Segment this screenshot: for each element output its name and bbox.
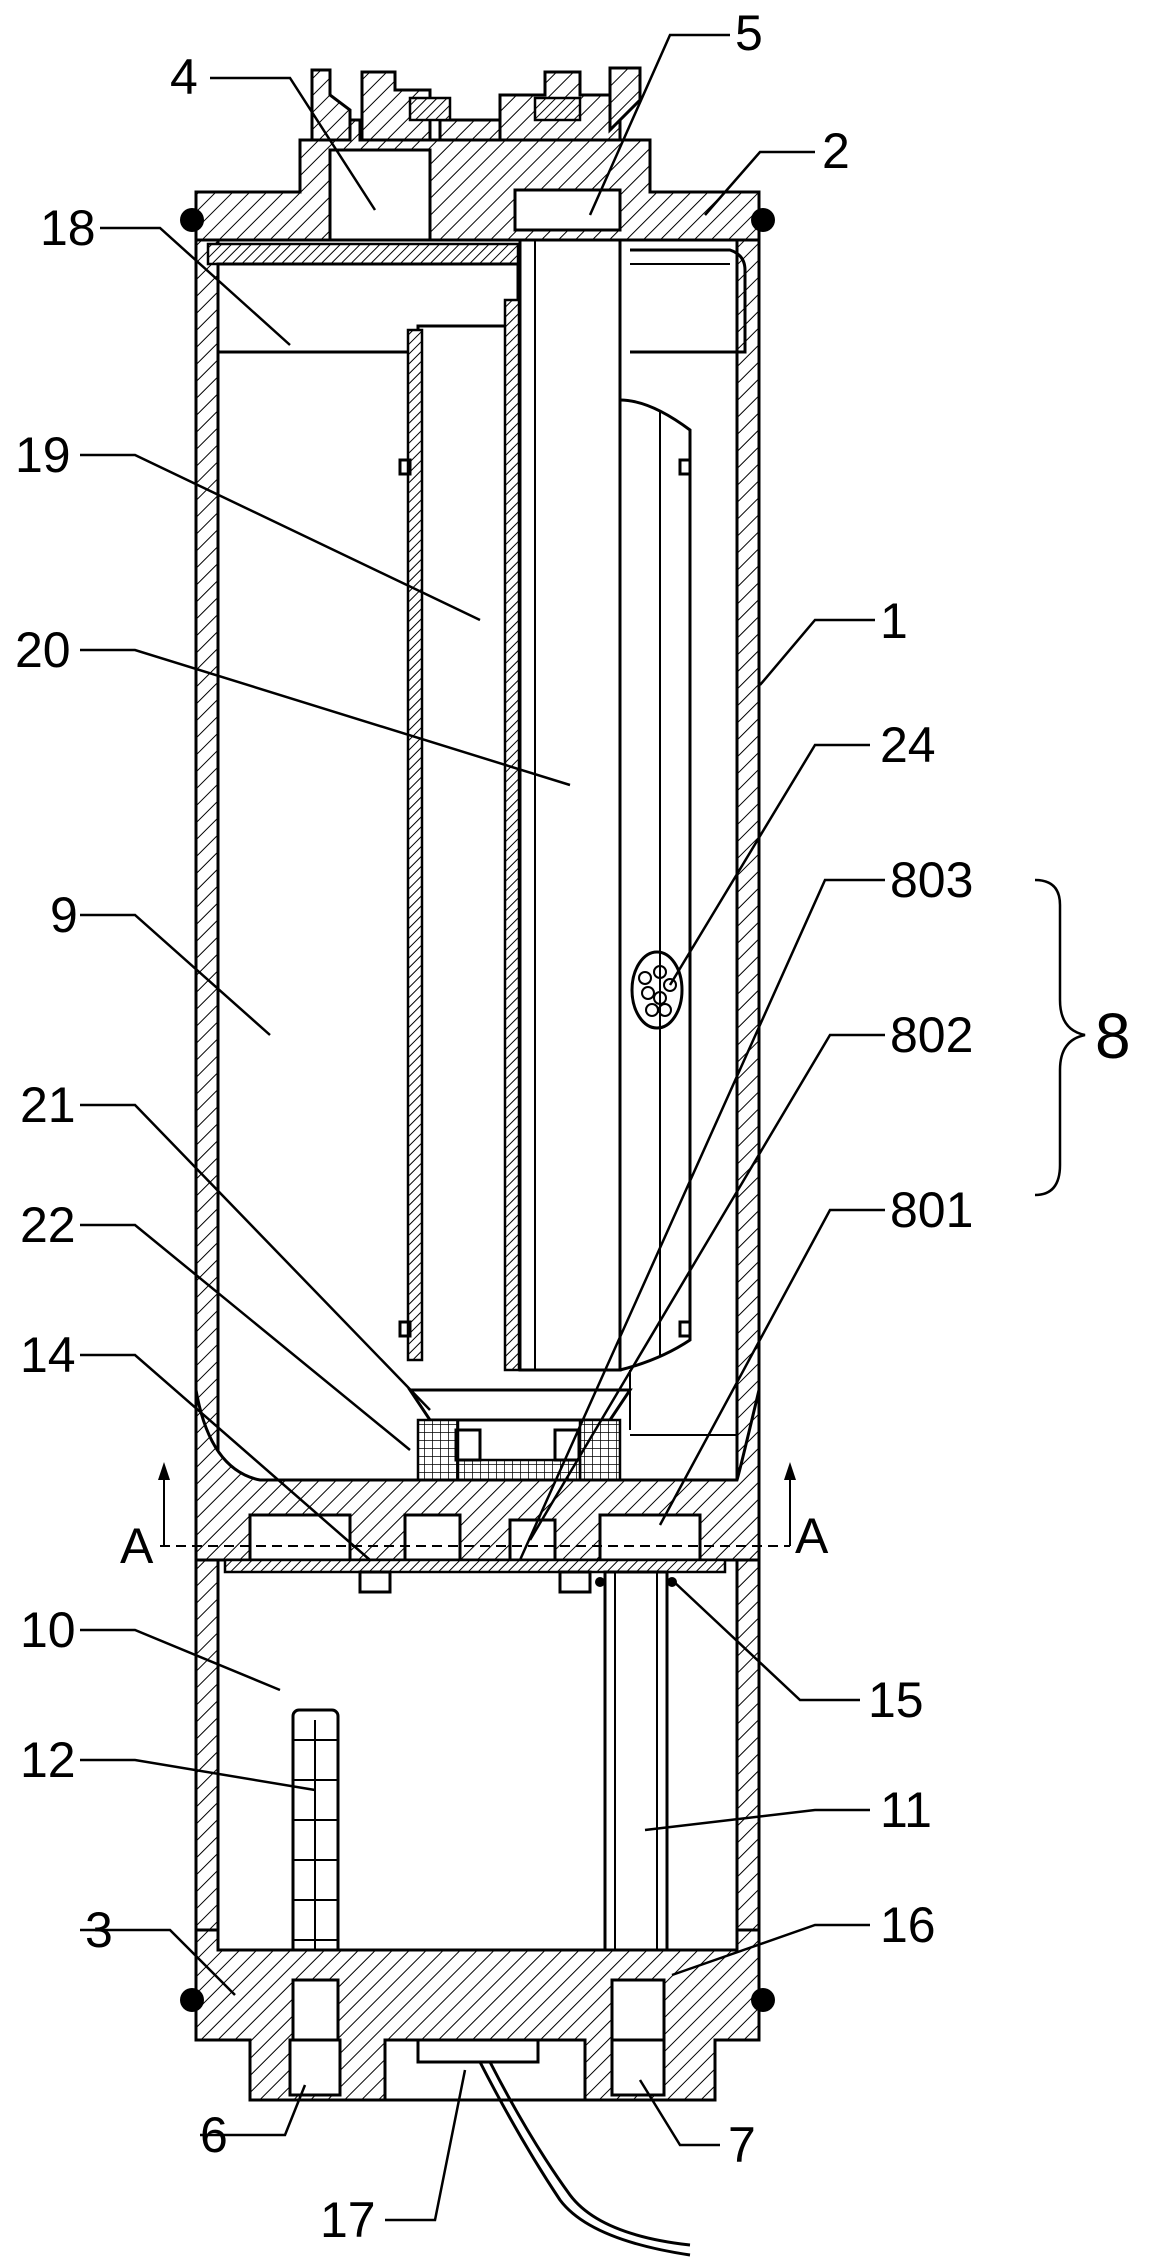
label-section-a-right: A — [795, 1508, 829, 1564]
label-17: 17 — [320, 2192, 376, 2248]
label-801: 801 — [890, 1182, 973, 1238]
top-cap — [180, 66, 775, 242]
label-803: 803 — [890, 852, 973, 908]
label-8: 8 — [1095, 1000, 1131, 1072]
label-24: 24 — [880, 717, 936, 773]
label-1: 1 — [880, 593, 908, 649]
label-4: 4 — [170, 49, 198, 105]
label-19: 19 — [15, 427, 71, 483]
bottom-cap — [180, 1928, 775, 2257]
label-9: 9 — [50, 887, 78, 943]
label-802: 802 — [890, 1007, 973, 1063]
label-20: 20 — [15, 622, 71, 678]
mid-plate — [158, 1389, 796, 1594]
label-2: 2 — [822, 123, 850, 179]
filter-assembly — [407, 1370, 737, 1482]
label-16: 16 — [880, 1897, 936, 1953]
label-18: 18 — [40, 200, 96, 256]
label-12: 12 — [20, 1732, 76, 1788]
label-22: 22 — [20, 1197, 76, 1253]
label-10: 10 — [20, 1602, 76, 1658]
group-8-brace — [1034, 878, 1086, 1197]
label-section-a-left: A — [120, 1518, 154, 1574]
label-21: 21 — [20, 1077, 76, 1133]
label-15: 15 — [868, 1672, 924, 1728]
label-11: 11 — [880, 1782, 932, 1838]
label-5: 5 — [735, 5, 763, 61]
label-7: 7 — [728, 2117, 756, 2173]
label-3: 3 — [85, 1902, 113, 1958]
top-chamber — [206, 242, 747, 354]
label-6: 6 — [200, 2107, 228, 2163]
outer-housing — [194, 238, 761, 2042]
leader-lines — [80, 33, 885, 2222]
inner-tubes — [398, 238, 692, 1372]
reference-labels: 4 5 2 18 19 20 1 24 803 802 801 8 9 21 2… — [15, 5, 1131, 2248]
lower-chamber — [291, 1570, 677, 2002]
label-14: 14 — [20, 1327, 76, 1383]
